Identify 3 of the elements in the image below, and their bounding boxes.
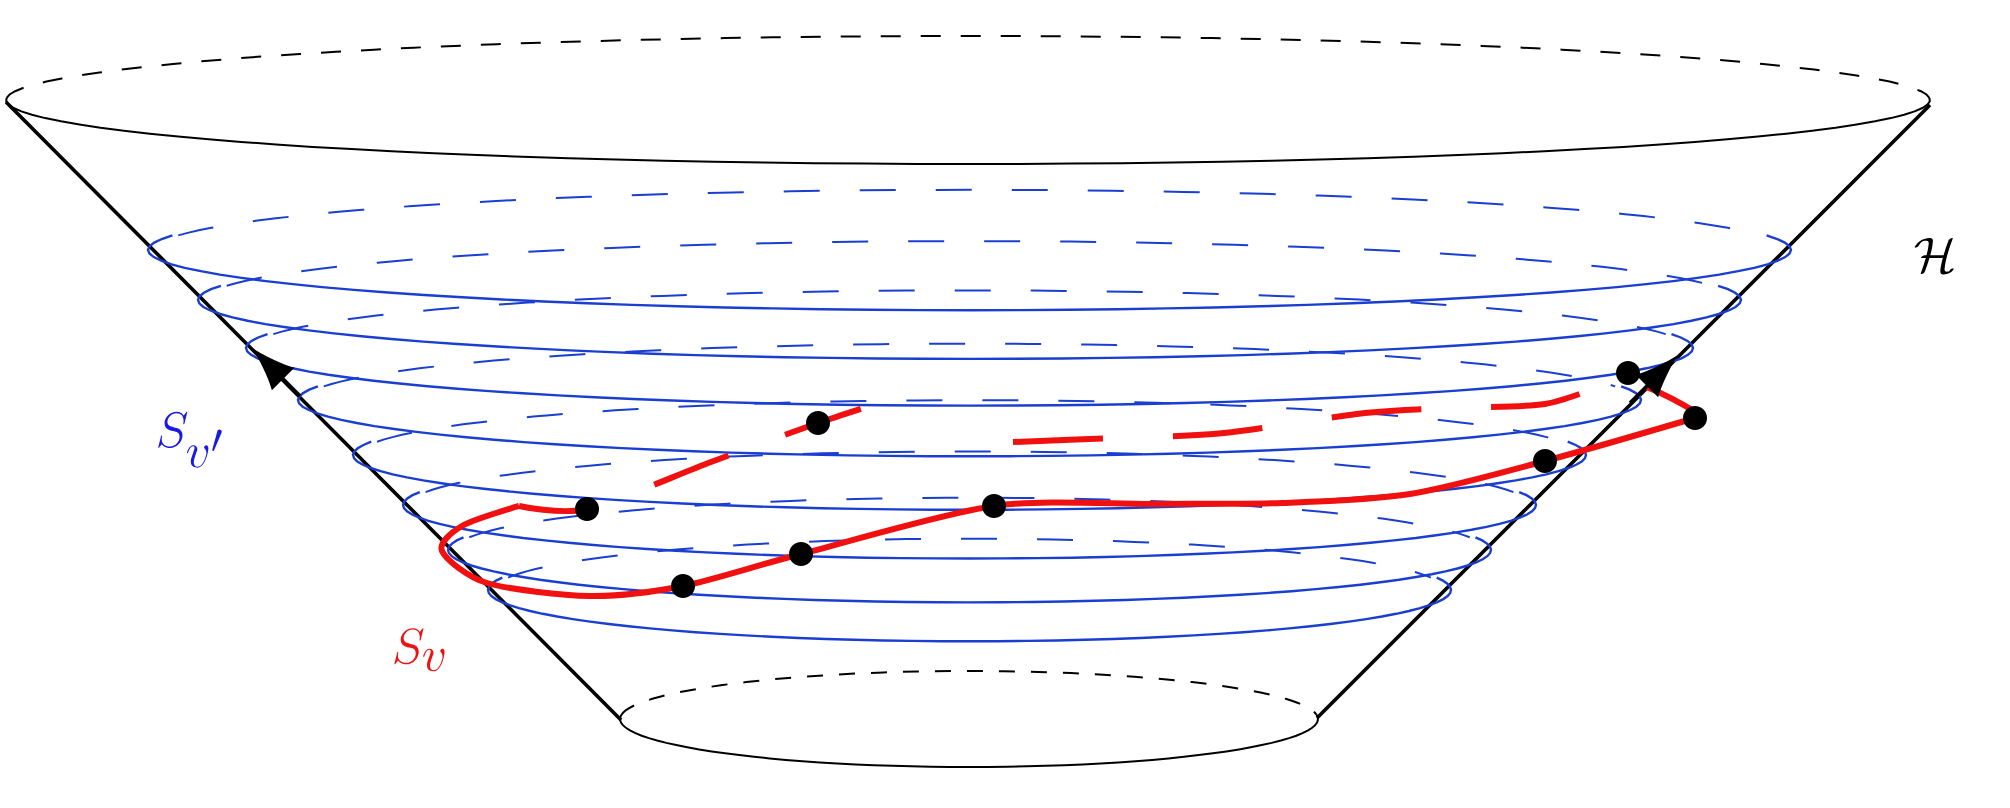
math-label: $S_v$: [394, 628, 445, 672]
math-label: $\mathcal{H}$: [1914, 238, 1954, 275]
math-label: $S_{v'}$: [158, 411, 222, 468]
